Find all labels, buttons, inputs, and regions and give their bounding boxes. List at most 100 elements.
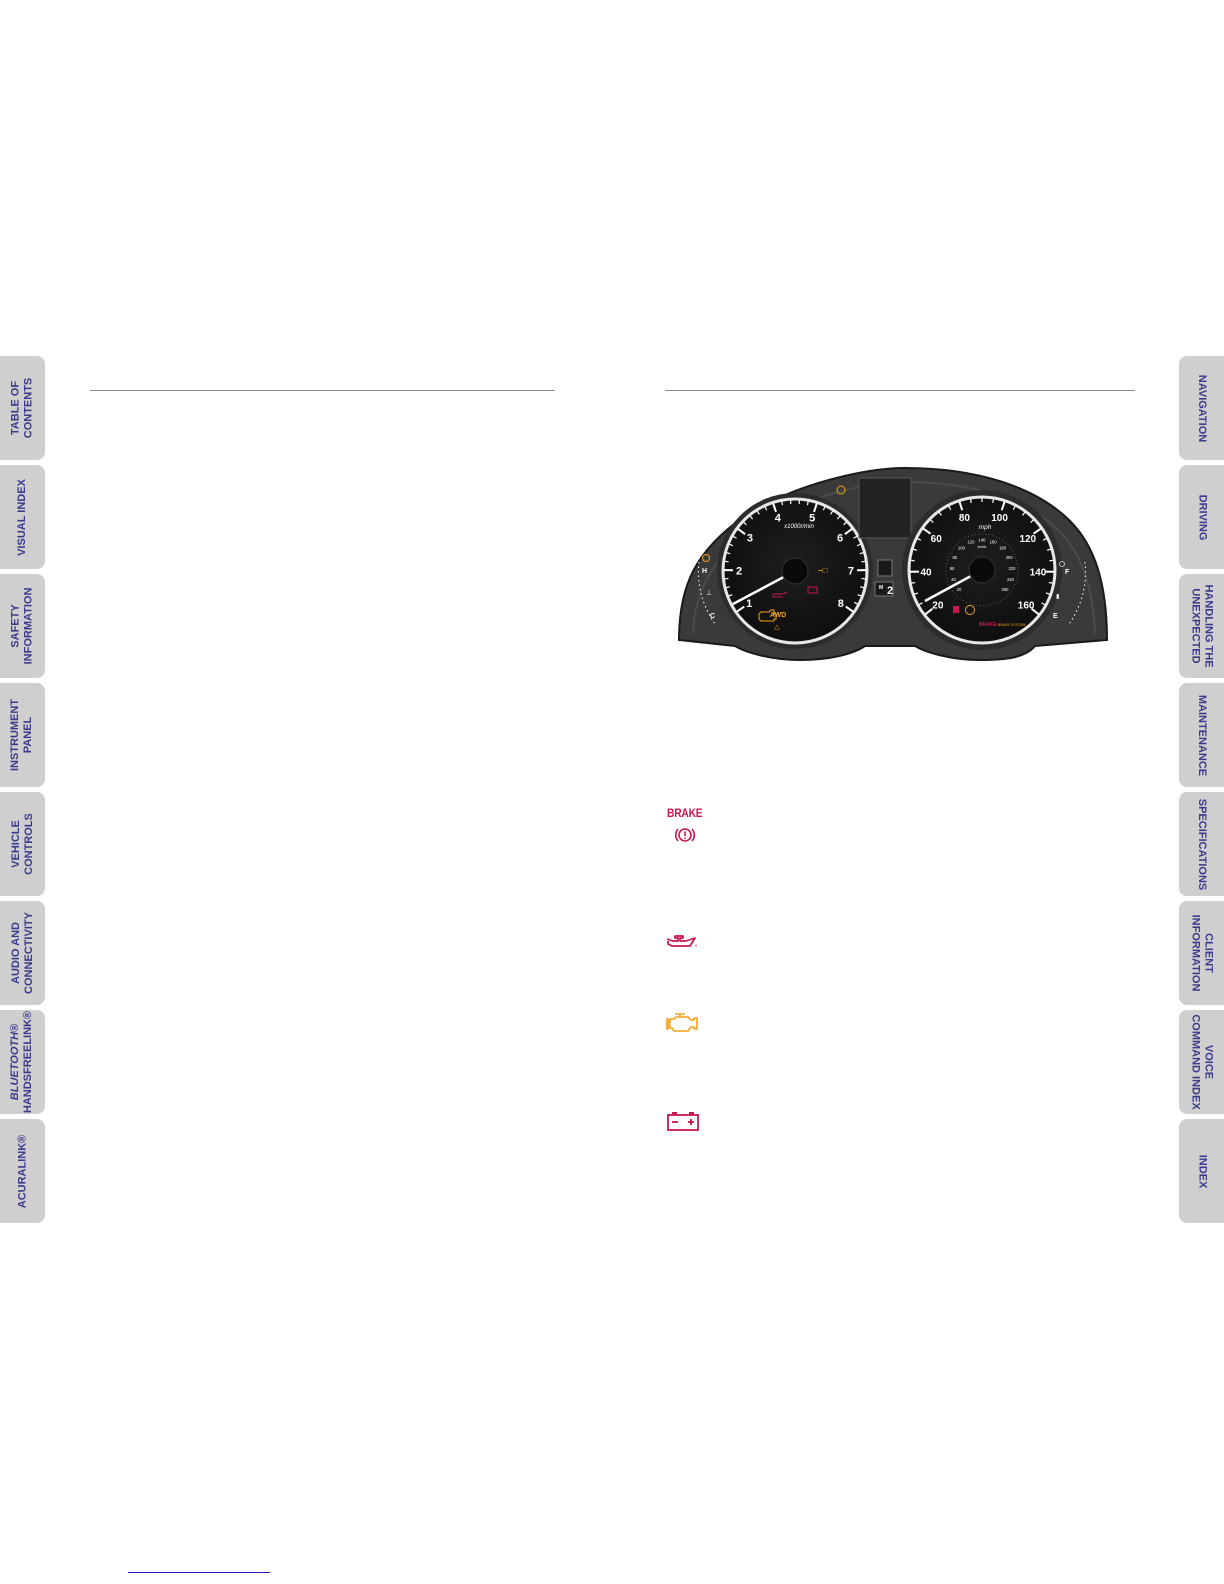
kmh-label: 200 (1006, 555, 1014, 560)
tach-label: 7 (848, 565, 854, 577)
tach-tick (813, 503, 818, 513)
seatbelt-lamp-icon: △ (774, 624, 780, 631)
tach-tick (732, 535, 737, 539)
tab-visual-index[interactable]: VISUAL INDEX (0, 465, 45, 569)
speed-tick (910, 559, 915, 562)
tach-tick (729, 543, 734, 547)
tab-maintenance[interactable]: MAINTENANCE (1179, 683, 1224, 787)
tach-tick (737, 528, 746, 535)
left-page-header-rule (90, 390, 555, 391)
tab-label-line2: UNEXPECTED (1189, 588, 1202, 664)
tach-label: 3 (747, 533, 753, 545)
tab-label: BLUETOOTH®HANDSFREELINK® (10, 1011, 36, 1113)
tab-label-line1: SPECIFICATIONS (1196, 798, 1209, 890)
tach-label: 1 (746, 598, 752, 610)
tab-index[interactable]: INDEX (1179, 1119, 1224, 1223)
tach-tick (756, 510, 760, 515)
tach-unit-label: x1000r/min (783, 524, 814, 530)
footer-link-underline[interactable] (128, 1572, 270, 1573)
kmh-label: 20 (957, 587, 962, 592)
speed-tick (912, 548, 918, 551)
speed-tick (1045, 592, 1050, 595)
brake-system-lamp-icon (965, 605, 975, 615)
tab-label-line1: AUDIO AND (9, 922, 22, 984)
low-oil-lamp-icon (772, 591, 788, 598)
tab-bluetooth-handsfreelink[interactable]: BLUETOOTH®HANDSFREELINK® (0, 1010, 45, 1114)
tab-acuralink[interactable]: ACURALINK® (0, 1119, 45, 1223)
tab-label-line2: INFORMATION (22, 587, 35, 665)
tach-tick (724, 560, 729, 563)
speed-tick (917, 537, 922, 541)
brake-warning-text-icon: BRAKE (667, 806, 703, 820)
tach-label: 8 (838, 598, 844, 610)
tab-label-line1: SAFETY (9, 604, 22, 648)
tab-label-line1: INSTRUMENT (9, 698, 22, 772)
tach-tick (728, 594, 733, 597)
tab-label-line2: CONTENTS (22, 377, 35, 439)
tab-label-line1: BLUETOOTH® (9, 1023, 22, 1101)
kmh-label: 220 (1008, 566, 1016, 571)
speed-tick (969, 498, 972, 503)
gear-mode-label: M (879, 585, 883, 591)
kmh-label: 60 (950, 566, 955, 571)
kmh-label: 120 (967, 540, 975, 545)
speed-tick (1042, 537, 1047, 541)
tab-label-line2: PANEL (22, 716, 35, 754)
tach-label: 4 (775, 513, 782, 525)
tach-label: 6 (837, 533, 843, 545)
tab-label: MAINTENANCE (1195, 694, 1208, 775)
speed-tick (1030, 519, 1034, 523)
low-oil-pressure-icon (666, 935, 697, 947)
tab-specifications[interactable]: SPECIFICATIONS (1179, 792, 1224, 896)
tab-driving[interactable]: DRIVING (1179, 465, 1224, 569)
tab-label-line2: HANDSFREELINK® (22, 1010, 35, 1114)
tach-tick (781, 501, 784, 506)
tpms-lamp-icon (836, 485, 846, 495)
tach-tick (726, 552, 731, 555)
tach-tick (743, 521, 747, 526)
brake-system-warning-icon (674, 828, 696, 842)
tach-tick (857, 594, 862, 597)
tab-label: DRIVING (1195, 494, 1208, 540)
speed-tick (1049, 559, 1054, 562)
kmh-label: 240 (1007, 577, 1015, 582)
awd-indicator: AWD (770, 612, 786, 619)
speed-label: 160 (1018, 600, 1035, 611)
tach-tick (859, 586, 865, 589)
tab-label-line2: INFORMATION (1189, 914, 1202, 992)
seatbelt-red-lamp-icon (953, 606, 959, 613)
tach-tick (859, 552, 864, 555)
tab-label-line1: VISUAL INDEX (16, 478, 28, 556)
speed-tick (914, 592, 919, 595)
tach-tick (853, 601, 859, 605)
multi-info-display (858, 477, 912, 539)
cluster-brake-system-label: BRAKE SYSTEM (998, 623, 1025, 627)
tach-tick (764, 506, 768, 511)
charging-system-icon (667, 1112, 699, 1131)
gear-display-lower (874, 581, 894, 597)
tab-label: INDEX (1195, 1154, 1208, 1188)
kmh-label: 180 (999, 546, 1007, 551)
speed-tick (992, 498, 995, 503)
tab-navigation[interactable]: NAVIGATION (1179, 356, 1224, 460)
tab-label: SPECIFICATIONS (1195, 798, 1208, 889)
tab-label-line1: MAINTENANCE (1196, 694, 1208, 776)
tach-tick (725, 586, 731, 589)
tach-amber-indicator-icon: −□ (818, 566, 828, 575)
tach-tick (853, 535, 858, 539)
speed-tick (1031, 607, 1040, 616)
speed-label: 20 (932, 600, 944, 611)
